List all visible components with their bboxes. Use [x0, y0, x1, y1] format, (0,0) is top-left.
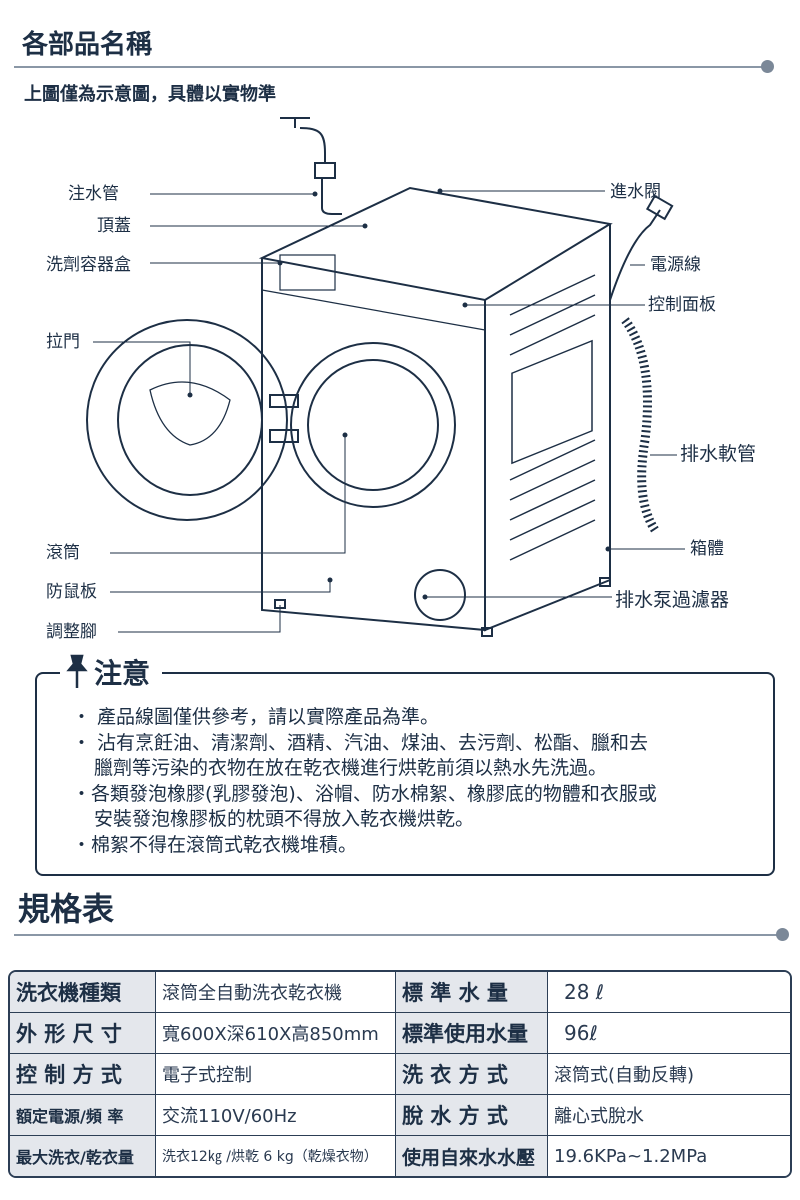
spec-table: 洗衣機種類 滾筒全自動洗衣乾衣機 標 準 水 量 28 ℓ 外 形 尺 寸 寬6…	[8, 970, 792, 1178]
label-top-cover: 頂蓋	[97, 216, 131, 236]
spec-key: 最大洗衣/乾衣量	[10, 1136, 156, 1176]
divider	[14, 934, 784, 936]
spec-key: 外 形 尺 寸	[10, 1013, 156, 1054]
spec-value: 滾筒式(自動反轉)	[548, 1054, 790, 1095]
table-row: 額定電源/頻 率 交流110V/60Hz 脫 水 方 式 離心式脫水	[10, 1095, 790, 1136]
notice-header: 注意	[60, 652, 163, 692]
spec-value: 28 ℓ	[548, 972, 790, 1013]
label-door: 拉門	[46, 332, 80, 352]
spec-value: 寬600X深610X高850mm	[156, 1013, 396, 1054]
divider	[14, 66, 770, 68]
label-rodent-guard: 防鼠板	[46, 582, 97, 602]
notice-item-cont: 安裝發泡橡膠板的枕頭不得放入乾衣機烘乾。	[94, 808, 475, 830]
spec-key: 標準使用水量	[396, 1013, 548, 1054]
spec-value: 19.6KPa~1.2MPa	[548, 1136, 790, 1176]
label-power-cord: 電源線	[650, 255, 701, 275]
notice-item: ・各類發泡橡膠(乳膠發泡)、浴帽、防水棉絮、橡膠底的物體和衣服或	[72, 782, 657, 805]
divider-dot	[776, 928, 789, 941]
parts-section-title: 各部品名稱	[22, 30, 153, 60]
washer-diagram	[86, 117, 685, 637]
notice-list: ・ 產品線圖僅供參考，請以實際產品為準。 ・ 沾有烹飪油、清潔劑、酒精、汽油、煤…	[72, 705, 657, 858]
spec-key: 洗 衣 方 式	[396, 1054, 548, 1095]
label-drain-pump-filter: 排水泵過濾器	[615, 589, 730, 611]
notice-item: ・ 產品線圖僅供參考，請以實際產品為準。	[72, 706, 440, 728]
pushpin-icon	[66, 654, 88, 688]
spec-key: 洗衣機種類	[10, 972, 156, 1013]
notice-item: ・棉絮不得在滾筒式乾衣機堆積。	[72, 833, 358, 856]
label-adjustable-feet: 調整腳	[46, 622, 97, 642]
label-water-inlet-pipe: 注水管	[68, 184, 119, 204]
spec-key: 標 準 水 量	[396, 972, 548, 1013]
notice-item: ・ 沾有烹飪油、清潔劑、酒精、汽油、煤油、去污劑、松酯、臘和去	[72, 731, 649, 754]
spec-value: 電子式控制	[156, 1054, 396, 1095]
spec-value: 96ℓ	[548, 1013, 790, 1054]
divider-dot	[761, 60, 774, 73]
label-control-panel: 控制面板	[648, 295, 716, 315]
spec-key: 脫 水 方 式	[396, 1095, 548, 1136]
spec-value: 洗衣12㎏ /烘乾 6 kg（乾燥衣物）	[156, 1136, 396, 1176]
label-drum: 滾筒	[46, 543, 80, 563]
spec-key: 控 制 方 式	[10, 1054, 156, 1095]
table-row: 洗衣機種類 滾筒全自動洗衣乾衣機 標 準 水 量 28 ℓ	[10, 972, 790, 1013]
spec-value: 離心式脫水	[548, 1095, 790, 1136]
label-inlet-valve: 進水閥	[610, 182, 661, 202]
label-drain-hose: 排水軟管	[680, 443, 757, 465]
notice-box	[35, 672, 775, 876]
spec-value: 交流110V/60Hz	[156, 1095, 396, 1136]
table-row: 控 制 方 式 電子式控制 洗 衣 方 式 滾筒式(自動反轉)	[10, 1054, 790, 1095]
notice-title: 注意	[94, 657, 151, 690]
diagram-note: 上圖僅為示意圖，具體以實物準	[24, 84, 276, 105]
spec-key: 使用自來水水壓	[396, 1136, 548, 1176]
notice-item-cont: 臘劑等污染的衣物在放在乾衣機進行烘乾前須以熱水先洗過。	[94, 757, 608, 779]
spec-key: 額定電源/頻 率	[10, 1095, 156, 1136]
table-row: 最大洗衣/乾衣量 洗衣12㎏ /烘乾 6 kg（乾燥衣物） 使用自來水水壓 19…	[10, 1136, 790, 1176]
label-detergent-drawer: 洗劑容器盒	[46, 255, 131, 275]
spec-section-title: 規格表	[18, 890, 115, 928]
spec-value: 滾筒全自動洗衣乾衣機	[156, 972, 396, 1013]
table-row: 外 形 尺 寸 寬600X深610X高850mm 標準使用水量 96ℓ	[10, 1013, 790, 1054]
label-cabinet: 箱體	[690, 539, 724, 559]
